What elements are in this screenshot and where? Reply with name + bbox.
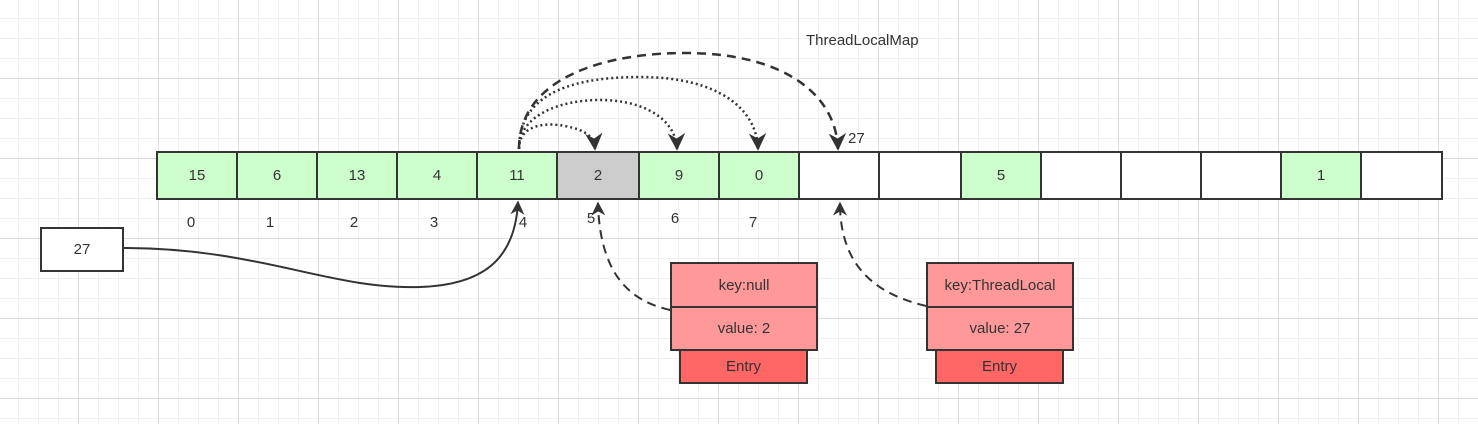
table-cell-9 xyxy=(878,151,962,200)
diagram-title: ThreadLocalMap xyxy=(806,32,919,49)
index-label-3: 3 xyxy=(429,214,439,231)
index-label-5: 5 xyxy=(586,210,596,227)
cell-value: 0 xyxy=(754,167,764,184)
cell-value: 6 xyxy=(272,167,282,184)
new-entry-arrow xyxy=(833,201,927,307)
table-cell-4: 11 xyxy=(476,151,558,200)
cell-value: 5 xyxy=(996,167,1006,184)
cell-value: 15 xyxy=(188,167,206,184)
index-label-6: 6 xyxy=(670,210,680,227)
table-cell-2: 13 xyxy=(316,151,398,200)
table-cell-8 xyxy=(798,151,880,200)
entry-key-field: key:null xyxy=(670,262,818,308)
table-cell-14: 1 xyxy=(1280,151,1362,200)
probe-arrow-5 xyxy=(517,123,603,151)
entry-label: Entry xyxy=(679,349,808,384)
cell-value: 13 xyxy=(348,167,366,184)
index-label-2: 2 xyxy=(349,214,359,231)
table-cell-6: 9 xyxy=(638,151,720,200)
insert-target-label: 27 xyxy=(848,130,865,147)
table-cell-13 xyxy=(1200,151,1282,200)
index-label-4: 4 xyxy=(518,214,528,231)
index-label-1: 1 xyxy=(265,214,275,231)
cell-value: 2 xyxy=(593,167,603,184)
stale-entry-arrow xyxy=(591,201,671,311)
table-cell-7: 0 xyxy=(718,151,800,200)
table-cell-15 xyxy=(1360,151,1443,200)
index-label-0: 0 xyxy=(186,214,196,231)
cell-value: 4 xyxy=(432,167,442,184)
entry-value-field: value: 2 xyxy=(670,306,818,351)
cell-value: 1 xyxy=(1316,167,1326,184)
probe-arrow-7 xyxy=(517,75,767,151)
table-cell-5: 2 xyxy=(556,151,640,200)
entry-value-field: value: 27 xyxy=(926,306,1074,351)
entry-key-field: key:ThreadLocal xyxy=(926,262,1074,308)
cell-value: 9 xyxy=(674,167,684,184)
probe-arrow-6 xyxy=(517,98,686,151)
table-cell-10: 5 xyxy=(960,151,1042,200)
index-label-7: 7 xyxy=(748,214,758,231)
table-cell-11 xyxy=(1040,151,1122,200)
input-key-box: 27 xyxy=(40,227,124,272)
cell-value: 11 xyxy=(509,167,525,184)
entry-label: Entry xyxy=(935,349,1064,384)
hash-arrow xyxy=(123,200,525,289)
probe-arrow-8 xyxy=(517,51,847,151)
